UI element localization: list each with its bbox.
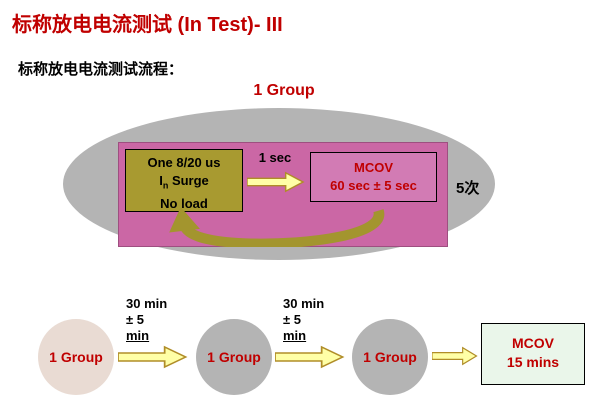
interval-2-line-1: 30 min: [283, 296, 325, 311]
mcov-box-line-1: MCOV: [354, 160, 393, 175]
final-mcov-line-1: MCOV: [512, 335, 554, 351]
group-circle-3-label: 1 Group: [363, 349, 417, 365]
group-circle-2: 1 Group: [196, 319, 272, 395]
interval-label-1: 30 min ± 5 min: [126, 296, 188, 344]
interval-2-line-2: ± 5: [283, 312, 301, 327]
group-circle-1-label: 1 Group: [49, 349, 103, 365]
arrow-right-icon: [432, 346, 478, 366]
mcov-box-line-2: 60 sec ± 5 sec: [330, 178, 417, 193]
interval-1-line-3: min: [126, 328, 150, 343]
arrow-right-icon: [275, 345, 345, 369]
group-circle-2-label: 1 Group: [207, 349, 261, 365]
repeat-count-label: 5次: [456, 180, 480, 197]
arrow-right-icon: [247, 171, 305, 193]
surge-box-line-1: One 8/20 us: [147, 155, 221, 170]
loop-arrow-icon: [169, 207, 385, 247]
interval-1-line-1: 30 min: [126, 296, 168, 311]
cycle-arrow-label: 1 sec: [258, 150, 292, 165]
interval-label-2: 30 min ± 5 min: [283, 296, 345, 344]
slide-title: 标称放电电流测试 (In Test)- III: [12, 14, 283, 36]
final-mcov-line-2: 15 mins: [506, 354, 560, 370]
interval-2-line-3: min: [283, 328, 307, 343]
surge-box: One 8/20 us In Surge No load: [125, 149, 243, 212]
slide-subtitle: 标称放电电流测试流程：: [18, 61, 184, 78]
final-mcov-box: MCOV 15 mins: [481, 323, 585, 385]
surge-box-line-2: In Surge: [159, 173, 209, 191]
group-circle-1: 1 Group: [38, 319, 114, 395]
interval-1-line-2: ± 5: [126, 312, 144, 327]
surge-box-line-3: No load: [160, 195, 208, 211]
arrow-right-icon: [118, 345, 188, 369]
mcov-box: MCOV 60 sec ± 5 sec: [310, 152, 437, 202]
group-circle-3: 1 Group: [352, 319, 428, 395]
top-group-label: 1 Group: [253, 82, 315, 99]
